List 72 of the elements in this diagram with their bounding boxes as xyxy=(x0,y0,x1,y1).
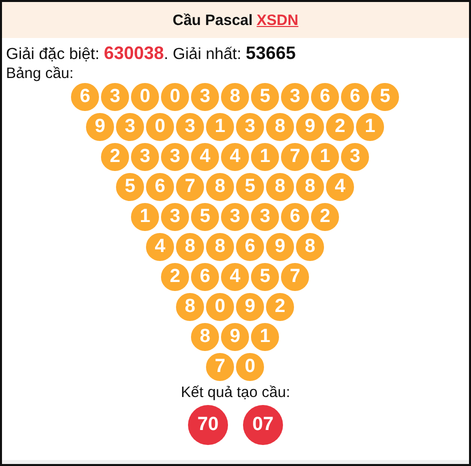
number-ball: 8 xyxy=(220,82,250,112)
number-ball: 9 xyxy=(235,292,265,322)
number-ball: 4 xyxy=(325,172,355,202)
number-ball: 5 xyxy=(190,202,220,232)
link: XSDN xyxy=(256,12,298,28)
number-ball: 2 xyxy=(265,292,295,322)
number-ball: 3 xyxy=(100,82,130,112)
number-ball: 3 xyxy=(190,82,220,112)
number-ball: 3 xyxy=(250,202,280,232)
section-label: Kết quả tạo cầu: xyxy=(180,384,290,401)
number-ball: 1 xyxy=(130,202,160,232)
number-ball: 8 xyxy=(265,112,295,142)
number-ball: 6 xyxy=(340,82,370,112)
number-ball: 6 xyxy=(70,82,100,112)
number-ball: 3 xyxy=(220,202,250,232)
number-ball: 9 xyxy=(295,112,325,142)
number-ball: 2 xyxy=(310,202,340,232)
number-ball: 9 xyxy=(265,232,295,262)
number-ball: 2 xyxy=(100,142,130,172)
number-ball: 6 xyxy=(145,172,175,202)
number-ball: 8 xyxy=(175,292,205,322)
result-ball: 70 xyxy=(188,405,228,445)
number-ball: 8 xyxy=(205,232,235,262)
number-ball: 0 xyxy=(160,82,190,112)
number-ball: 2 xyxy=(325,112,355,142)
number-ball: 0 xyxy=(205,292,235,322)
number-ball: 6 xyxy=(235,232,265,262)
number-ball: 3 xyxy=(160,142,190,172)
number-ball: 4 xyxy=(220,142,250,172)
number-ball: 8 xyxy=(190,322,220,352)
number-ball: 1 xyxy=(250,142,280,172)
number-ball: 1 xyxy=(310,142,340,172)
number-ball: 0 xyxy=(235,352,265,382)
number-ball: 9 xyxy=(220,322,250,352)
number-ball: 4 xyxy=(145,232,175,262)
number-ball: 3 xyxy=(340,142,370,172)
prize-line: Giải đặc biệt: 630038. Giải nhất: 53665 xyxy=(6,43,296,64)
number-ball: 6 xyxy=(310,82,340,112)
number-ball: 3 xyxy=(115,112,145,142)
number-ball: 7 xyxy=(280,142,310,172)
number-ball: 6 xyxy=(190,262,220,292)
number-ball: 3 xyxy=(175,112,205,142)
number-ball: 4 xyxy=(190,142,220,172)
number-ball: 0 xyxy=(145,112,175,142)
number-ball: 1 xyxy=(205,112,235,142)
number-ball: 5 xyxy=(235,172,265,202)
number-ball: 8 xyxy=(265,172,295,202)
number-ball: 1 xyxy=(250,322,280,352)
number-ball: 7 xyxy=(205,352,235,382)
number-ball: 8 xyxy=(175,232,205,262)
number-ball: 0 xyxy=(130,82,160,112)
title: Cầu Pascal xyxy=(172,12,253,28)
number-ball: 5 xyxy=(370,82,400,112)
number-ball: 5 xyxy=(250,82,280,112)
number-ball: 3 xyxy=(235,112,265,142)
number-ball: 7 xyxy=(280,262,310,292)
number-ball: 8 xyxy=(295,232,325,262)
number-ball: 3 xyxy=(130,142,160,172)
number-ball: 5 xyxy=(115,172,145,202)
result-ball: 07 xyxy=(243,405,283,445)
number-ball: 1 xyxy=(355,112,385,142)
number-ball: 8 xyxy=(295,172,325,202)
number-ball: 7 xyxy=(175,172,205,202)
section-label: Bảng cầu: xyxy=(6,65,74,82)
number-ball: 8 xyxy=(205,172,235,202)
number-ball: 3 xyxy=(280,82,310,112)
number-ball: 9 xyxy=(85,112,115,142)
number-ball: 2 xyxy=(160,262,190,292)
number-ball: 5 xyxy=(250,262,280,292)
number-ball: 6 xyxy=(280,202,310,232)
number-ball: 3 xyxy=(160,202,190,232)
number-ball: 4 xyxy=(220,262,250,292)
